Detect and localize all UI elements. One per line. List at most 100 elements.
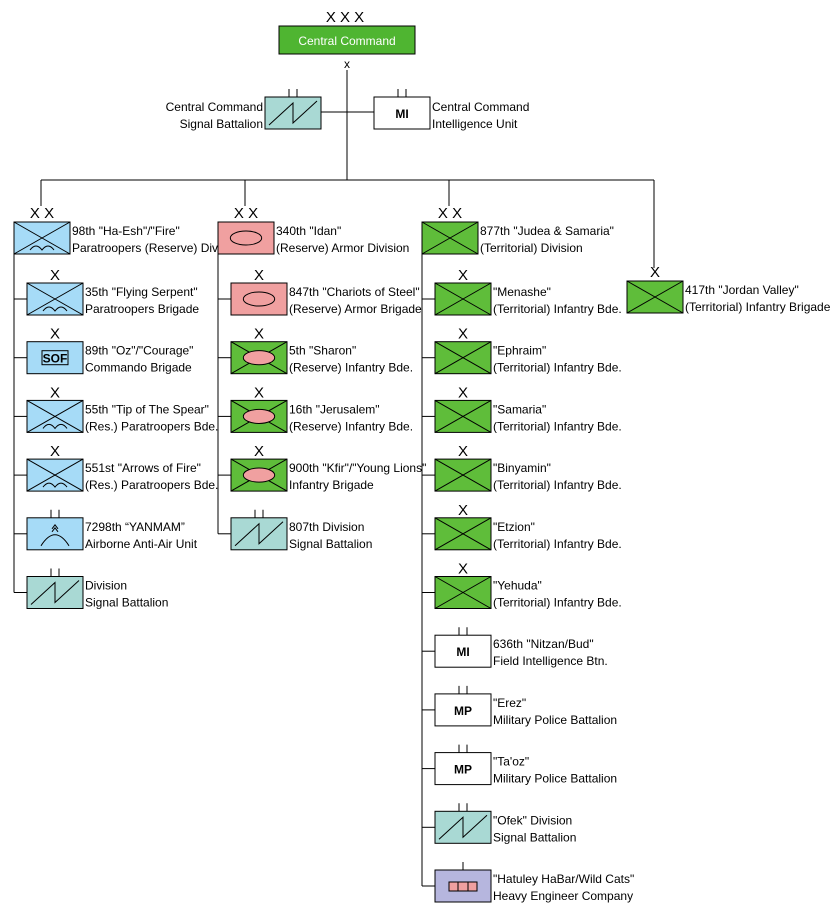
engineer-bar — [448, 881, 478, 892]
signal-unit-symbol — [264, 96, 322, 130]
division-label: 98th "Ha-Esh"/"Fire" — [72, 224, 180, 238]
unit-label: 847th "Chariots of Steel" — [289, 285, 420, 299]
unit-abbreviation: SOF — [43, 352, 68, 366]
hq-attach-mark: x — [344, 57, 350, 71]
unit-label: (Reserve) Armor Brigade — [289, 302, 422, 316]
infantry-cross — [434, 517, 492, 551]
armor-unit-symbol — [230, 282, 288, 316]
division-label: 417th "Jordan Valley" — [685, 283, 799, 297]
unit-label: "Hatuley HaBar/Wild Cats" — [493, 872, 634, 886]
brigade-echelon-mark: X — [254, 326, 264, 343]
unit-label: 551st "Arrows of Fire" — [85, 461, 201, 475]
symbol-frame — [230, 282, 288, 316]
unit-label: "Binyamin" — [493, 461, 551, 475]
aa-unit-symbol — [26, 517, 84, 551]
mechinf-unit-symbol — [230, 399, 288, 433]
armor-ellipse — [242, 291, 276, 307]
unit-label: (Res.) Paratroopers Bde. — [85, 478, 218, 492]
unit-label: Division — [85, 579, 127, 593]
division-label: (Territorial) Infantry Brigade — [685, 300, 831, 314]
division-echelon-mark: X X — [30, 205, 54, 222]
signal-lightning — [30, 580, 80, 605]
airborne-unit-symbol — [26, 282, 84, 316]
airborne-unit-symbol — [26, 399, 84, 433]
unit-label: Field Intelligence Btn. — [493, 654, 608, 668]
hq-signal-label: Central Command — [166, 100, 263, 114]
hq-signal-label: Signal Battalion — [180, 117, 263, 131]
unit-label: 89th "Oz"/"Courage" — [85, 344, 193, 358]
infantry-cross — [421, 221, 479, 255]
mechinf-unit-symbol — [230, 458, 288, 492]
infantry-cross — [13, 221, 71, 255]
unit-label: Signal Battalion — [493, 830, 576, 844]
infantry-unit-symbol — [421, 221, 479, 255]
unit-label: 900th "Kfir"/"Young Lions" — [289, 461, 426, 475]
brigade-echelon-mark: X — [458, 267, 468, 284]
brigade-echelon-mark: X — [50, 384, 60, 401]
central-command-box — [278, 25, 416, 55]
armor-ellipse — [242, 467, 276, 483]
hq-intel-label: Central Command — [432, 100, 529, 114]
infantry-cross — [434, 341, 492, 375]
unit-abbreviation: MP — [454, 704, 472, 718]
infantry-unit-symbol — [434, 576, 492, 609]
symbol-frame — [26, 517, 84, 551]
unit-label: "Etzion" — [493, 520, 535, 534]
unit-label: (Territorial) Infantry Bde. — [493, 478, 622, 492]
symbol-frame — [434, 693, 492, 727]
airborne-unit-symbol — [26, 458, 84, 492]
infantry-unit-symbol — [434, 517, 492, 551]
airborne-wings — [42, 423, 68, 430]
mp-unit-symbol: MP — [434, 693, 492, 727]
unit-label: 807th Division — [289, 520, 364, 534]
division-echelon-mark: X X — [438, 205, 462, 222]
sof-frame — [41, 350, 69, 366]
signal-unit-symbol — [230, 517, 288, 551]
infantry-unit-symbol — [434, 341, 492, 375]
unit-label: (Res.) Paratroopers Bde. — [85, 419, 218, 433]
signal-unit-symbol — [434, 810, 492, 844]
brigade-echelon-mark: X — [50, 267, 60, 284]
armor-unit-symbol — [217, 221, 275, 255]
infantry-cross — [26, 399, 84, 433]
unit-abbreviation: MP — [454, 763, 472, 777]
brigade-echelon-mark: X — [458, 561, 468, 578]
infantry-cross — [626, 280, 684, 314]
central-command-label: Central Command — [298, 34, 395, 48]
unit-label: Heavy Engineer Company — [493, 889, 633, 903]
airborne-unit-symbol — [13, 221, 71, 255]
symbol-frame — [26, 341, 84, 375]
symbol-frame — [217, 221, 275, 255]
airborne-wings — [29, 245, 55, 251]
armor-ellipse — [242, 408, 276, 424]
unit-label: 7298th “YANMAM” — [85, 520, 185, 534]
brigade-echelon-mark: X — [254, 443, 264, 460]
unit-label: "Ofek" Division — [493, 813, 572, 827]
unit-label: Airborne Anti-Air Unit — [85, 537, 198, 551]
infantry-unit-symbol — [434, 282, 492, 316]
division-echelon-mark: X X — [234, 205, 258, 222]
unit-label: "Menashe" — [493, 285, 551, 299]
mi-unit-symbol: MI — [434, 634, 492, 668]
symbol-frame — [434, 634, 492, 668]
signal-lightning — [234, 521, 284, 547]
unit-label: 636th "Nitzan/Bud" — [493, 637, 594, 651]
infantry-unit-symbol — [626, 280, 684, 314]
infantry-cross — [434, 282, 492, 316]
brigade-echelon-mark: X — [458, 502, 468, 519]
armor-ellipse — [229, 230, 263, 246]
hq-echelon-mark: X X X — [326, 9, 364, 26]
brigade-echelon-mark: X — [50, 326, 60, 343]
unit-label: (Territorial) Infantry Bde. — [493, 537, 622, 551]
unit-label: "Erez" — [493, 696, 526, 710]
unit-label: (Territorial) Infantry Bde. — [493, 302, 622, 316]
brigade-echelon-mark: X — [458, 326, 468, 343]
brigade-echelon-mark: X — [458, 443, 468, 460]
infantry-unit-symbol — [434, 458, 492, 492]
unit-label: Commando Brigade — [85, 361, 192, 375]
symbol-frame — [434, 752, 492, 786]
unit-label: "Samaria" — [493, 402, 546, 416]
signal-lightning — [438, 814, 488, 840]
unit-label: "Yehuda" — [493, 579, 542, 593]
